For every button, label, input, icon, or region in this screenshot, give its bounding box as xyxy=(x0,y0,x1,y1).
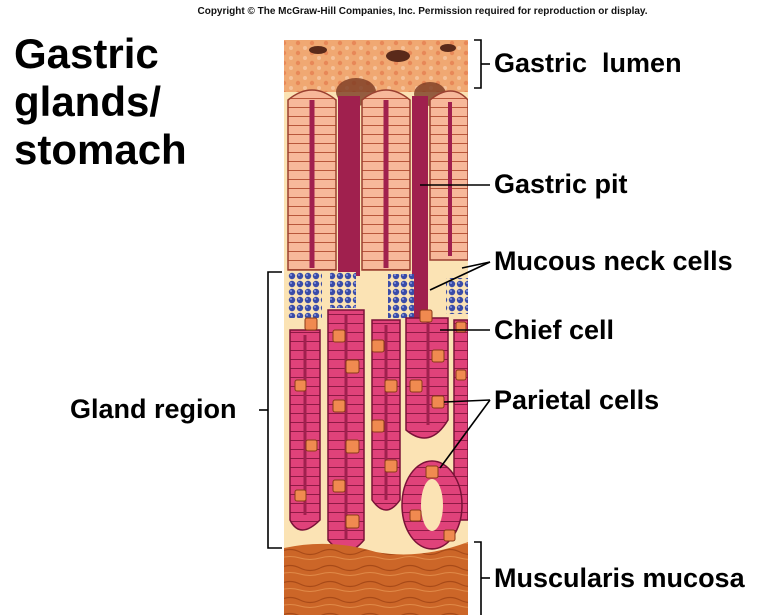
label-gland-region: Gland region xyxy=(70,394,237,425)
label-mucous-neck-cells: Mucous neck cells xyxy=(494,246,733,277)
label-parietal-cells: Parietal cells xyxy=(494,385,659,416)
muscularis-mucosa-layer xyxy=(284,542,468,615)
label-muscularis-mucosa: Muscularis mucosa xyxy=(494,563,745,594)
label-gastric-lumen: Gastric lumen xyxy=(494,48,682,79)
label-gastric-pit: Gastric pit xyxy=(494,169,628,200)
label-chief-cell: Chief cell xyxy=(494,315,614,346)
muscularis-bracket xyxy=(474,542,481,615)
gastric-pit-lumen xyxy=(338,96,360,276)
lumen-bracket xyxy=(474,40,481,88)
gland-region-bracket xyxy=(268,272,282,548)
tissue-section xyxy=(284,40,468,615)
